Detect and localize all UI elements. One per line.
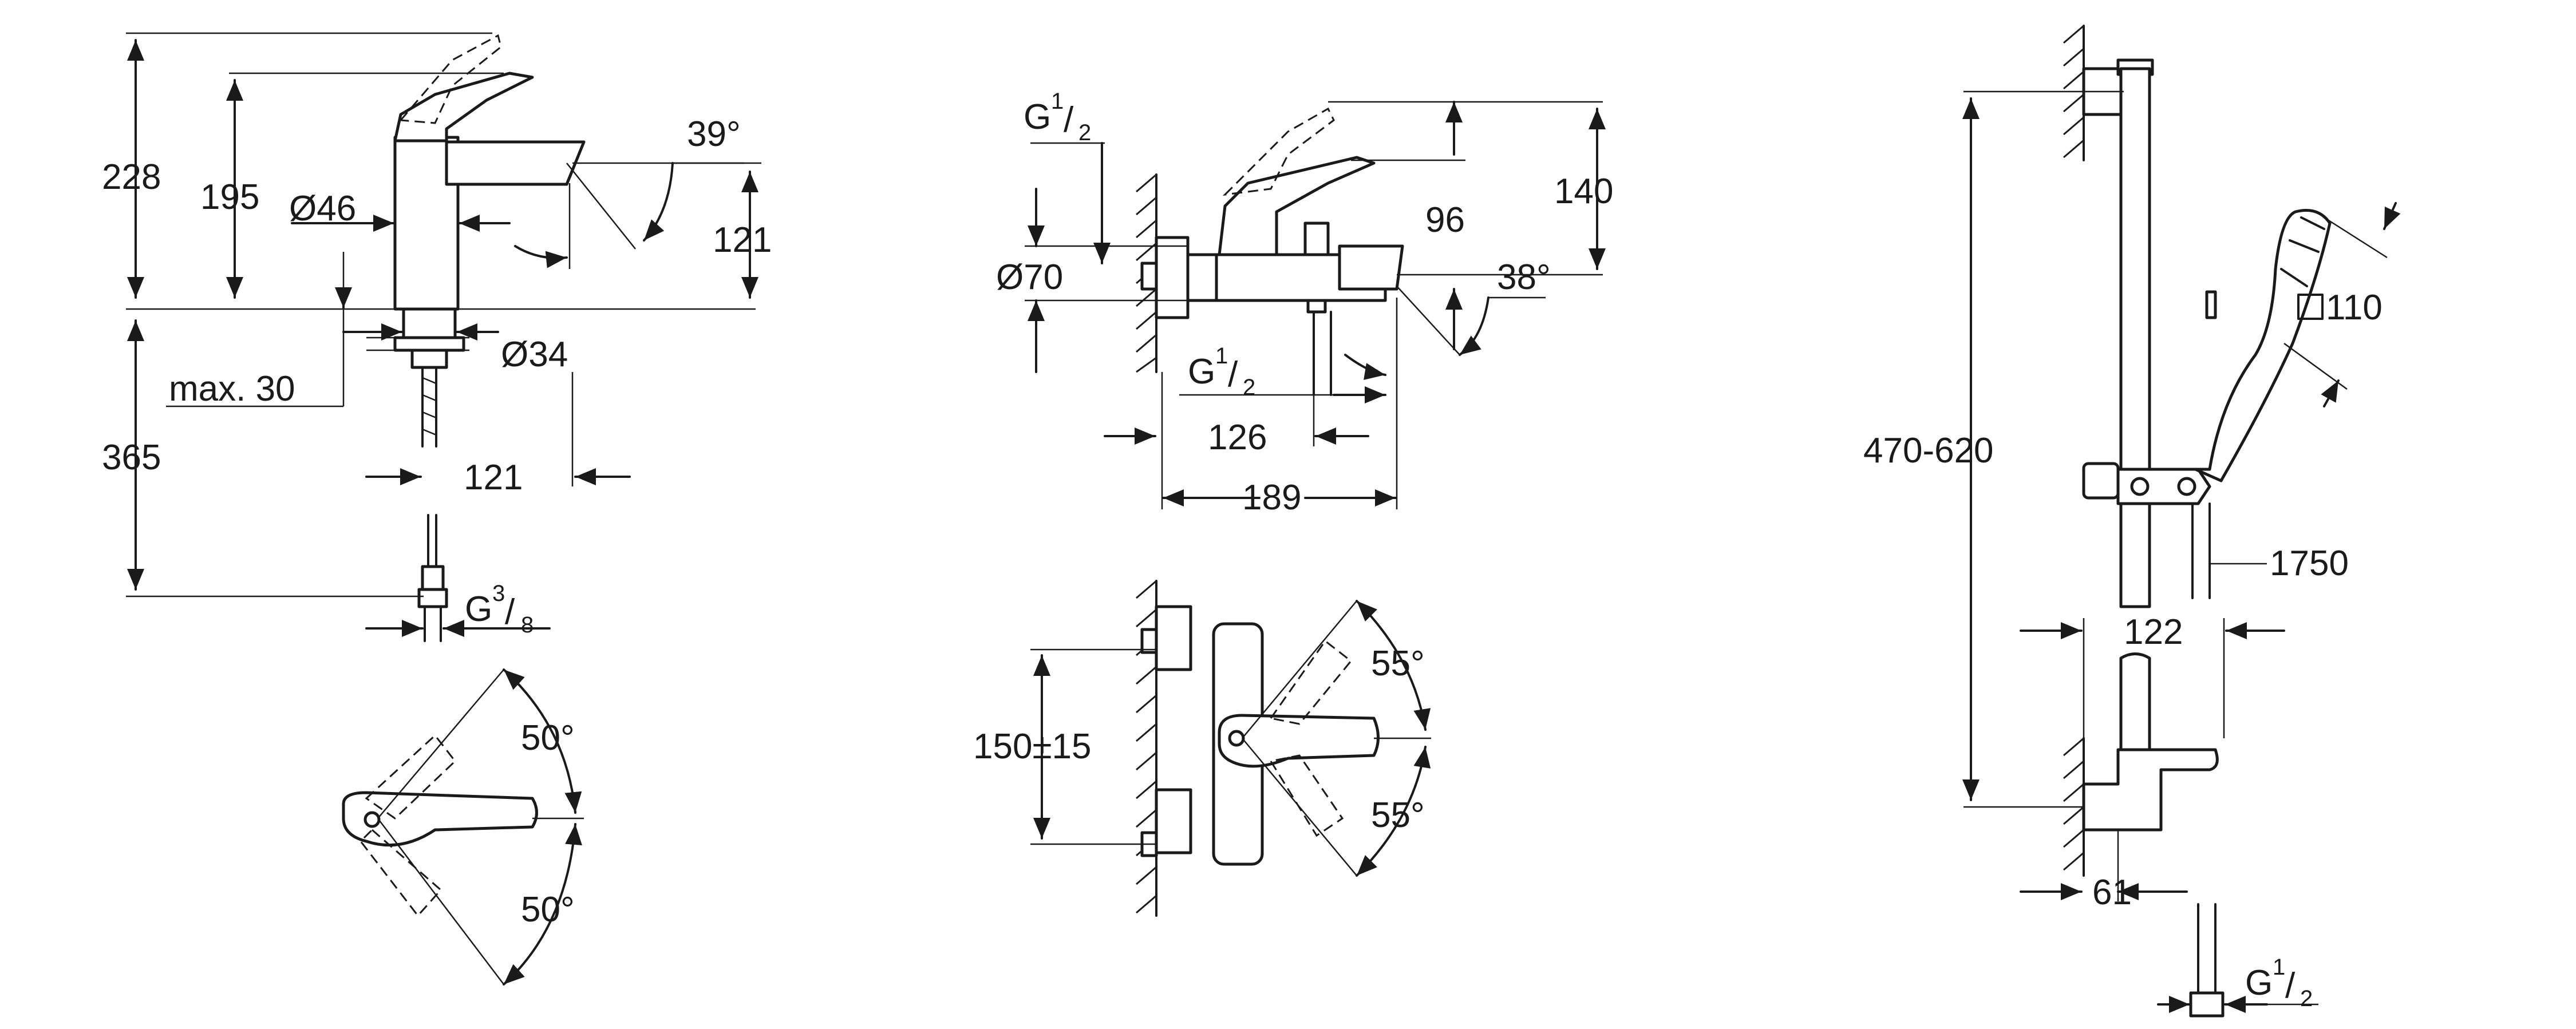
basin-thread-den: 8: [521, 612, 534, 638]
basin-thread-g-label: G: [465, 589, 492, 629]
bath-mixer-front-view: 150±15 55° 55°: [973, 580, 1431, 917]
bath-mixer-side-view: G 1 / 2 Ø70 140 96 38° G 1 / 2 126 189: [996, 89, 1613, 517]
basin-width-121-label: 121: [464, 458, 523, 497]
bath-thread-mid-g: G: [1188, 352, 1215, 391]
basin-diameter-46-label: Ø46: [289, 189, 356, 228]
bath-center-150-label: 150±15: [973, 727, 1091, 766]
bath-thread-top-num: 1: [1051, 89, 1064, 114]
bath-diameter-70-label: Ø70: [996, 258, 1063, 297]
basin-angle-50-bottom-label: 50°: [521, 890, 575, 929]
bath-thread-top-g: G: [1024, 97, 1051, 137]
bath-width-189-label: 189: [1242, 478, 1301, 517]
bath-angle-38-label: 38°: [1497, 258, 1551, 297]
bath-thread-top-den: 2: [1078, 120, 1091, 145]
bath-angle-55-bottom-label: 55°: [1371, 796, 1425, 835]
bath-thread-mid-num: 1: [1215, 343, 1228, 369]
bath-width-126-label: 126: [1208, 418, 1267, 457]
shower-width-61-label: 61: [2092, 873, 2132, 912]
shower-thread-num: 1: [2273, 955, 2285, 980]
basin-angle-50-top-label: 50°: [521, 718, 575, 758]
bath-thread-top-slash: /: [1064, 100, 1074, 140]
basin-mixer-side-view: 228 195 Ø46 39° 121 Ø34 max. 30 365 121 …: [102, 32, 772, 642]
shower-range-470-620-label: 470-620: [1863, 431, 1994, 470]
basin-max-30-label: max. 30: [169, 369, 295, 409]
bath-thread-mid-slash: /: [1228, 355, 1238, 394]
basin-height-121-label: 121: [713, 220, 772, 260]
shower-set-view: 110 470-620 1750 122 61 G 1 / 2: [1863, 25, 2401, 1018]
shower-thread-den: 2: [2300, 986, 2313, 1011]
basin-angle-39-label: 39°: [687, 114, 741, 154]
basin-diameter-34-label: Ø34: [501, 335, 568, 374]
shower-hose-1750-label: 1750: [2270, 544, 2349, 583]
basin-thread-slash: /: [505, 592, 515, 632]
shower-width-122-label: 122: [2124, 612, 2183, 652]
basin-thread-num: 3: [492, 581, 505, 606]
shower-thread-g-label: G: [2245, 963, 2273, 1003]
shower-square-110-label: 110: [2326, 288, 2383, 327]
basin-mixer-top-view: 50° 50°: [342, 668, 584, 986]
basin-depth-365-label: 365: [102, 438, 161, 477]
bath-height-140-label: 140: [1554, 172, 1613, 211]
bath-thread-mid-den: 2: [1243, 375, 1255, 400]
basin-height-195-label: 195: [200, 177, 259, 217]
shower-thread-slash: /: [2285, 966, 2296, 1006]
basin-height-228-label: 228: [102, 157, 161, 197]
bath-angle-55-top-label: 55°: [1371, 644, 1425, 683]
bath-width-96-label: 96: [1425, 200, 1465, 240]
